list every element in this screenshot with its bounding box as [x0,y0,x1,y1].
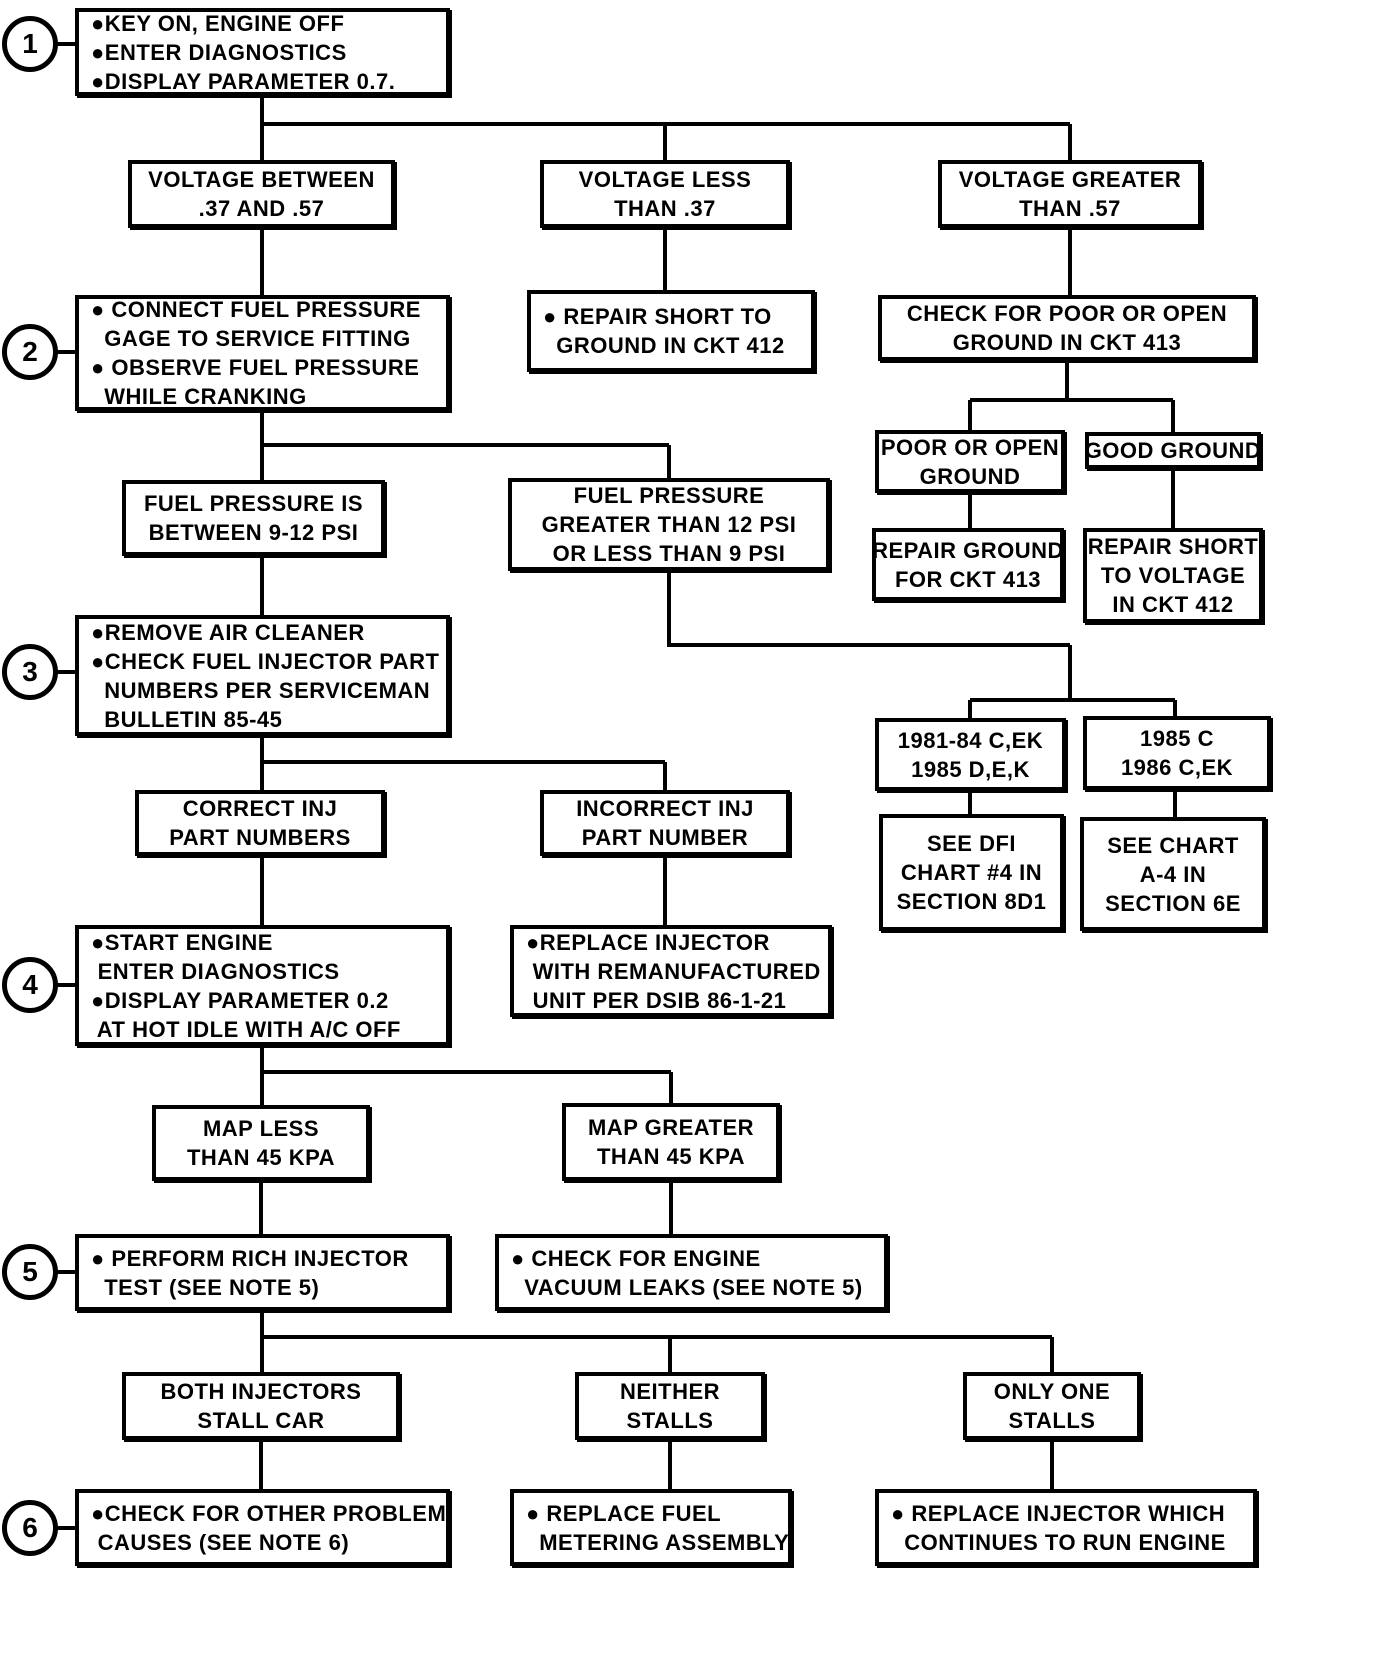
repair-short-ground-box: ● REPAIR SHORT TO GROUND IN CKT 412 [527,290,815,372]
step-circle-4: 4 [2,957,58,1013]
flow-connectors [57,42,1177,1530]
map-greater-box: MAP GREATER THAN 45 KPA [562,1103,780,1181]
step6-box: ●CHECK FOR OTHER PROBLEM CAUSES (SEE NOT… [75,1489,450,1566]
check-ground-box: CHECK FOR POOR OR OPEN GROUND IN CKT 413 [878,295,1256,361]
replace-injector-box: ●REPLACE INJECTOR WITH REMANUFACTURED UN… [510,925,832,1017]
incorrect-inj-box: INCORRECT INJ PART NUMBER [540,790,790,856]
step5-box: ● PERFORM RICH INJECTOR TEST (SEE NOTE 5… [75,1234,450,1311]
models-1985-86-box: 1985 C 1986 C,EK [1083,716,1271,790]
voltage-between-box: VOLTAGE BETWEEN .37 AND .57 [128,160,395,228]
good-ground-box: GOOD GROUND [1085,432,1261,469]
see-dfi-chart-box: SEE DFI CHART #4 IN SECTION 8D1 [879,814,1064,931]
step-circle-5: 5 [2,1244,58,1300]
neither-stalls-box: NEITHER STALLS [575,1372,765,1440]
poor-ground-box: POOR OR OPEN GROUND [875,430,1065,493]
fuel-pressure-ok-box: FUEL PRESSURE IS BETWEEN 9-12 PSI [122,480,385,556]
step3-box: ●REMOVE AIR CLEANER ●CHECK FUEL INJECTOR… [75,615,450,736]
repair-short-voltage-box: REPAIR SHORT TO VOLTAGE IN CKT 412 [1083,528,1263,623]
step-circle-3: 3 [2,644,58,700]
see-chart-a4-box: SEE CHART A-4 IN SECTION 6E [1080,817,1266,931]
step-circle-1: 1 [2,16,58,72]
step-circle-2: 2 [2,324,58,380]
both-stall-box: BOTH INJECTORS STALL CAR [122,1372,400,1440]
map-less-box: MAP LESS THAN 45 KPA [152,1105,370,1181]
only-one-stalls-box: ONLY ONE STALLS [963,1372,1141,1440]
correct-inj-box: CORRECT INJ PART NUMBERS [135,790,385,856]
step1-box: ●KEY ON, ENGINE OFF ●ENTER DIAGNOSTICS ●… [75,8,450,96]
voltage-less-box: VOLTAGE LESS THAN .37 [540,160,790,228]
step2-box: ● CONNECT FUEL PRESSURE GAGE TO SERVICE … [75,295,450,411]
check-vacuum-box: ● CHECK FOR ENGINE VACUUM LEAKS (SEE NOT… [495,1234,888,1311]
step-circle-6: 6 [2,1500,58,1556]
replace-metering-box: ● REPLACE FUEL METERING ASSEMBLY [510,1489,792,1566]
repair-ground-box: REPAIR GROUND FOR CKT 413 [872,528,1064,601]
step4-box: ●START ENGINE ENTER DIAGNOSTICS ●DISPLAY… [75,925,450,1046]
voltage-greater-box: VOLTAGE GREATER THAN .57 [938,160,1202,228]
models-1981-84-box: 1981-84 C,EK 1985 D,E,K [875,718,1066,791]
fuel-pressure-bad-box: FUEL PRESSURE GREATER THAN 12 PSI OR LES… [508,478,830,571]
replace-run-box: ● REPLACE INJECTOR WHICH CONTINUES TO RU… [875,1489,1257,1566]
